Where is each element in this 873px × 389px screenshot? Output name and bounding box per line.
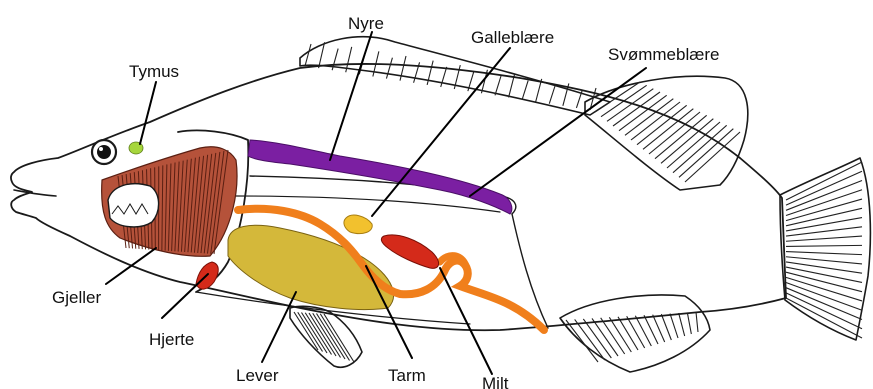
label-gjeller: Gjeller [52, 288, 101, 307]
fin-ray [583, 319, 611, 358]
dorsal-fin [300, 37, 610, 115]
label-tymus: Tymus [129, 62, 179, 81]
fin-ray [679, 313, 685, 336]
anal-fin [560, 295, 710, 372]
fin-ray [618, 317, 638, 350]
label-lever: Lever [236, 366, 279, 385]
fin-ray [627, 316, 645, 348]
label-hjerte: Hjerte [149, 330, 194, 349]
fin-ray [661, 314, 671, 340]
fin-ray [309, 313, 336, 356]
fin-ray [687, 313, 691, 334]
spleen [381, 235, 438, 268]
eye [92, 140, 116, 164]
fin-ray [670, 314, 678, 338]
label-tarm: Tarm [388, 366, 426, 385]
fin-ray [786, 293, 862, 329]
fin-ray [786, 227, 862, 236]
fin-ray [786, 283, 862, 311]
fin-ray [607, 89, 653, 122]
fin-ray [786, 236, 862, 241]
fin-ray [786, 252, 862, 255]
fin-ray [522, 81, 528, 100]
label-nyre: Nyre [348, 14, 384, 33]
fin-ray [635, 316, 651, 346]
gallbladder [344, 215, 372, 233]
pelvic-fin [290, 306, 362, 367]
label-milt: Milt [482, 374, 509, 389]
fin-ray [613, 92, 660, 126]
fin-ray [786, 262, 862, 273]
mouth [14, 190, 56, 196]
fin-ray [566, 320, 598, 362]
fin-ray [696, 312, 698, 332]
fin-ray [595, 82, 640, 112]
fin-ray [786, 162, 862, 200]
fin-ray [786, 171, 862, 205]
gills [102, 147, 237, 257]
fin-ray [786, 218, 862, 231]
fin-ray [305, 44, 311, 66]
label-svommeblaere: Svømmeblære [608, 45, 719, 64]
fin-ray [294, 312, 318, 350]
fin-ray [786, 181, 862, 211]
fin-ray [549, 85, 555, 104]
second-dorsal-fin [585, 76, 748, 190]
fin-ray [786, 257, 862, 264]
label-galleblaere: Galleblære [471, 28, 554, 47]
tail-fin [780, 158, 870, 340]
fin-ray [386, 58, 392, 79]
fin-ray [495, 76, 501, 95]
fin-ray [643, 109, 693, 150]
fin-ray [786, 245, 862, 246]
fin-ray [644, 315, 658, 344]
